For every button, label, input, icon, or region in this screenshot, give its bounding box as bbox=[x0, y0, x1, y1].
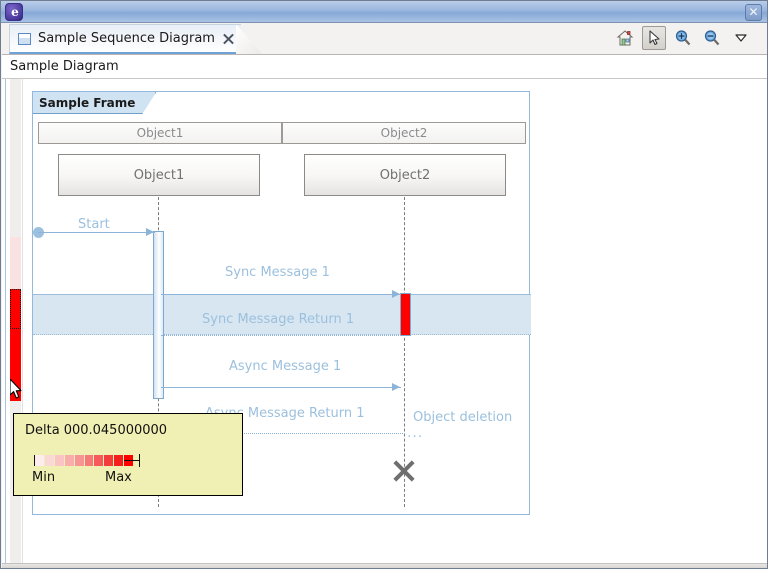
pointer-icon[interactable] bbox=[642, 26, 666, 50]
object-destruction-x-icon[interactable] bbox=[391, 458, 417, 484]
tab-title: Sample Sequence Diagram bbox=[38, 31, 215, 46]
tab-sample-sequence-diagram[interactable]: Sample Sequence Diagram bbox=[9, 24, 241, 54]
window-title-bar: e ✕ bbox=[1, 1, 767, 23]
message-line-start[interactable] bbox=[38, 232, 155, 233]
message-label-sync-return-1: Sync Message Return 1 bbox=[202, 312, 355, 327]
tooltip-metric-label: Delta bbox=[25, 423, 60, 438]
logo-glyph: e bbox=[11, 5, 19, 19]
selected-time-range-band bbox=[33, 294, 531, 335]
lifeline-box-object1[interactable]: Object1 bbox=[58, 154, 260, 196]
gradient-segment-3 bbox=[64, 455, 75, 466]
tooltip-metric-value: 000.045000000 bbox=[63, 423, 168, 438]
activation-bar-object2-selected[interactable] bbox=[400, 293, 411, 336]
window-close-button[interactable]: ✕ bbox=[745, 4, 762, 21]
tooltip-gradient-scale bbox=[34, 455, 135, 466]
message-label-sync-1: Sync Message 1 bbox=[225, 265, 330, 280]
message-arrowhead-async-1 bbox=[392, 383, 400, 391]
zoom-out-icon[interactable] bbox=[700, 26, 724, 50]
home-icon[interactable] bbox=[613, 26, 637, 50]
canvas-left-border bbox=[2, 79, 6, 567]
gradient-segment-7 bbox=[104, 455, 115, 466]
lifeline-box-object2[interactable]: Object2 bbox=[304, 154, 506, 196]
tooltip-min-label: Min bbox=[32, 470, 56, 485]
message-line-async-return-1[interactable] bbox=[161, 433, 403, 434]
frame-label: Sample Frame bbox=[33, 92, 156, 114]
message-line-async-1[interactable] bbox=[161, 387, 401, 388]
tooltip-scale-handle bbox=[124, 454, 140, 467]
ruler-band-light bbox=[10, 237, 21, 289]
editor-tab-bar: Sample Sequence Diagram bbox=[2, 23, 767, 55]
tab-curve-decoration bbox=[236, 24, 262, 54]
chevron-down-icon[interactable] bbox=[729, 26, 753, 50]
gradient-segment-6 bbox=[94, 455, 105, 466]
delta-tooltip: Delta 000.045000000 Min Max bbox=[13, 413, 243, 496]
tooltip-max-label: Max bbox=[105, 470, 132, 485]
message-label-async-1: Async Message 1 bbox=[229, 359, 342, 374]
eclipse-logo-icon: e bbox=[5, 3, 23, 21]
status-bar bbox=[2, 563, 767, 568]
ruler-band-selected-tail bbox=[10, 329, 21, 401]
ruler-band-selected[interactable] bbox=[10, 289, 21, 329]
gradient-segment-4 bbox=[74, 455, 85, 466]
message-line-sync-1[interactable] bbox=[161, 294, 401, 295]
gradient-segment-5 bbox=[84, 455, 95, 466]
header-cell-object1[interactable]: Object1 bbox=[38, 122, 282, 144]
message-label-async-return-1: Async Message Return 1 bbox=[205, 406, 365, 421]
tooltip-metric-row: Delta 000.045000000 bbox=[25, 423, 242, 438]
gradient-segment-0 bbox=[35, 455, 45, 466]
header-cell-object2[interactable]: Object2 bbox=[282, 122, 526, 144]
lifeline-line-object2 bbox=[404, 197, 405, 507]
message-arrowhead-sync-1 bbox=[392, 290, 400, 298]
message-line-sync-return-1[interactable] bbox=[161, 335, 401, 336]
object-deletion-ellipsis: ․․․ bbox=[407, 426, 424, 441]
activation-bar-object1[interactable] bbox=[153, 231, 164, 399]
gradient-segment-1 bbox=[44, 455, 55, 466]
zoom-in-icon[interactable] bbox=[671, 26, 695, 50]
gradient-segment-8 bbox=[114, 455, 125, 466]
object-deletion-label: Object deletion bbox=[413, 410, 513, 425]
message-label-start: Start bbox=[78, 217, 110, 232]
document-icon bbox=[18, 32, 31, 45]
diagram-canvas[interactable]: Sample Frame Object1 Object2 Object1 Obj… bbox=[2, 79, 767, 567]
gradient-segment-2 bbox=[54, 455, 65, 466]
diagram-name-label: Sample Diagram bbox=[2, 55, 767, 79]
editor-toolbar bbox=[613, 26, 753, 50]
message-arrowhead-start bbox=[146, 228, 154, 236]
tab-close-icon[interactable] bbox=[222, 32, 235, 45]
